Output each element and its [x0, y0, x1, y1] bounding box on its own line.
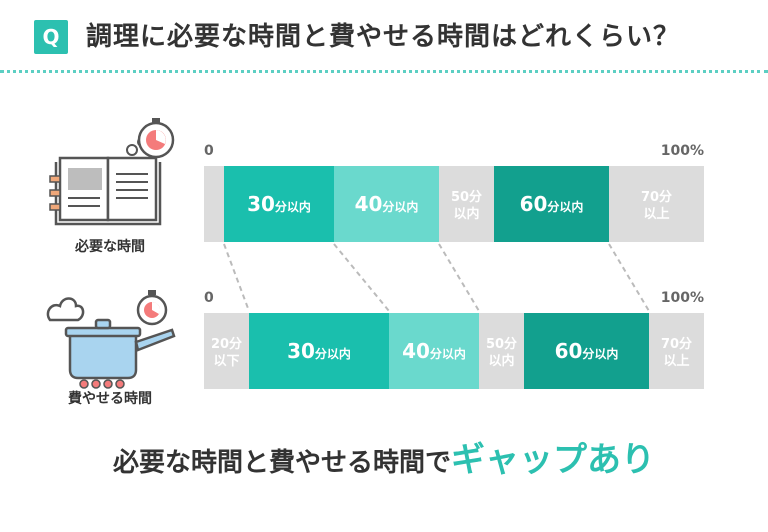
axis-min-label: 0 [204, 143, 214, 159]
row1-label: 必要な時間 [75, 239, 145, 255]
bar-segment [479, 313, 524, 389]
connector-line [438, 243, 480, 312]
segment-label: 20分以下 [211, 336, 242, 369]
segment-label: 30分以内 [287, 339, 351, 363]
segment-label: 70分以上 [661, 336, 692, 369]
stacked-bar-chart: 0 100% 30分以内 40分以内 50分以内 60分以内 70分以上 0 100% 20分以下… [204, 143, 704, 389]
bar-segment [609, 166, 704, 242]
row2-label: 費やせる時間 [68, 391, 152, 407]
cookbook-with-timer-icon [40, 118, 180, 232]
conclusion: 必要な時間と費やせる時間でギャップあり [0, 432, 768, 481]
axis-max-label: 100% [661, 290, 704, 306]
connector-line [333, 243, 390, 312]
header: Q 調理に必要な時間と費やせる時間はどれくらい？ [0, 0, 768, 70]
axis-min-label: 0 [204, 290, 214, 306]
question-badge: Q [34, 20, 68, 54]
bar-segment [524, 313, 649, 389]
conclusion-text: 必要な時間と費やせる時間で [112, 448, 451, 478]
segment-label: 50分以内 [486, 336, 517, 369]
segment-label: 70分以上 [641, 189, 672, 222]
bar-segment [224, 166, 334, 242]
connector-line [608, 243, 650, 312]
axis-max-label: 100% [661, 143, 704, 159]
bar-segment [204, 166, 224, 242]
segment-label: 60分以内 [555, 339, 619, 363]
conclusion-highlight: ギャップあり [451, 440, 655, 480]
bar-segment [249, 313, 389, 389]
dotted-divider [0, 70, 768, 73]
bar-segment [204, 313, 249, 389]
bar-segment [439, 166, 494, 242]
boiling-pot-with-timer-icon [40, 290, 180, 394]
segment-label: 60分以内 [520, 192, 584, 216]
question-title: 調理に必要な時間と費やせる時間はどれくらい？ [86, 22, 681, 52]
bar-segment [494, 166, 609, 242]
bar-segment [334, 166, 439, 242]
segment-label: 40分以内 [355, 192, 419, 216]
bar-segment [389, 313, 479, 389]
bar-segment [649, 313, 704, 389]
segment-label: 50分以内 [451, 189, 482, 222]
segment-label: 30分以内 [247, 192, 311, 216]
segment-label: 40分以内 [402, 339, 466, 363]
connector-line [223, 243, 250, 312]
